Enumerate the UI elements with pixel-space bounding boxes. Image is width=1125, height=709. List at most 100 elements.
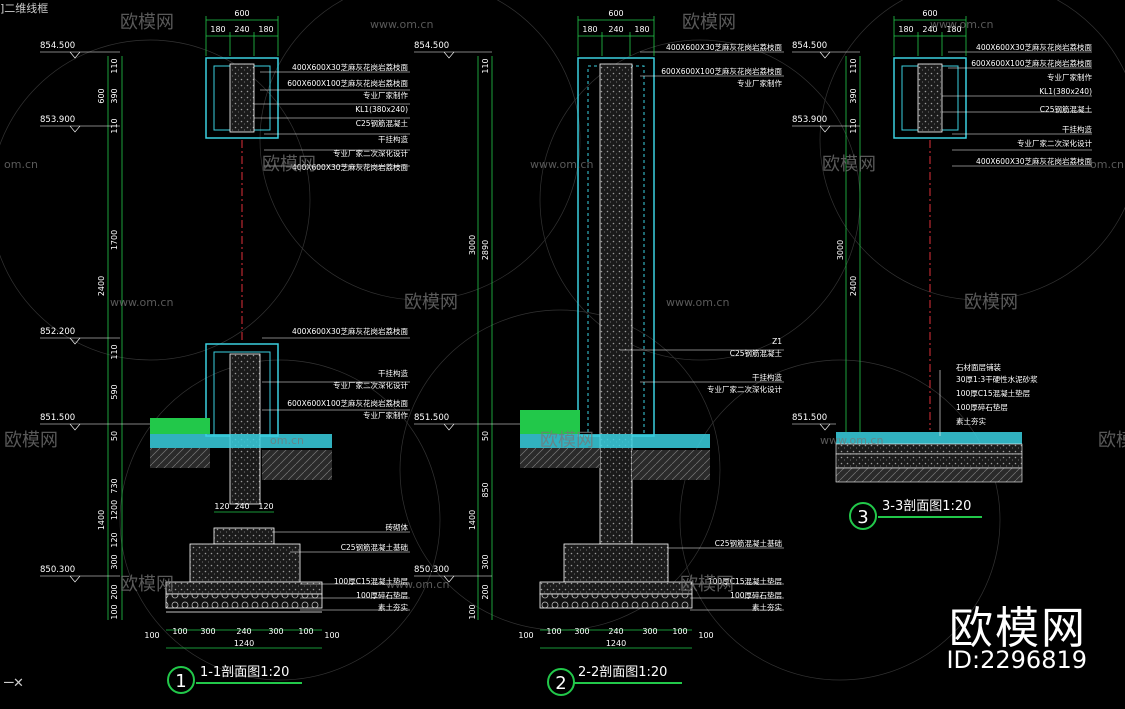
s1-vdim-outer-2: 1400 <box>97 510 106 530</box>
s2-title-number: 2 <box>555 673 566 694</box>
s1-elev-1: 854.500 <box>40 41 75 51</box>
watermark-site-7: www.om.cn <box>386 578 449 591</box>
s3-label-gravel: 100厚碎石垫层 <box>956 402 1008 412</box>
s1-vdim-8: 1200 <box>110 500 119 520</box>
watermark-brand-6: 欧模网 <box>964 292 1018 313</box>
section-2-2: 400X600X30芝麻灰花岗岩荔枝面 600X600X100芝麻灰花岗岩荔枝面… <box>414 9 784 696</box>
s2-dim-base-total: 1240 <box>606 639 626 648</box>
s2-vdim-7: 200 <box>481 584 490 599</box>
s1-label-c15: 100厚C15混凝土垫层 <box>334 576 409 586</box>
s2-dim-base-1: 100 <box>546 627 561 636</box>
s3-vdim-4: 2400 <box>849 276 858 296</box>
watermark-site-3: www.om.cn <box>530 158 593 171</box>
s1-vdim-0: 110 <box>110 58 119 73</box>
s1-label-pro-make: 专业厂家制作 <box>363 90 408 100</box>
s3-dim-top-total: 600 <box>922 9 937 18</box>
s1-elev-4: 851.500 <box>40 413 75 423</box>
ucs-close-icon[interactable]: —✕ <box>4 672 24 691</box>
watermark-brand-10: 欧模网 <box>120 574 174 595</box>
s2-label-cap-top: 400X600X30芝麻灰花岗岩荔枝面 <box>666 42 782 52</box>
s1-dim-base-2: 300 <box>200 627 215 636</box>
s1-label-pro-make-2: 专业厂家制作 <box>363 410 408 420</box>
s2-label-dry-hang: 干挂构造 <box>752 372 782 382</box>
s2-vdim-5: 1400 <box>468 510 477 530</box>
s1-vdim-5: 590 <box>110 384 119 399</box>
s3-label-c25: C25钢筋混凝土 <box>1040 104 1093 114</box>
watermark-brand-5: 欧模网 <box>404 292 458 313</box>
watermark-brand-4: 欧模网 <box>822 154 876 175</box>
s2-vdim-1: 3000 <box>468 235 477 255</box>
s2-vdim-3: 50 <box>481 431 490 441</box>
s1-dim-top-c: 180 <box>258 25 273 34</box>
s1-vdim-4: 110 <box>110 344 119 359</box>
s3-label-beam: KL1(380x240) <box>1039 87 1092 96</box>
watermark-short-1: om.cn <box>4 158 38 171</box>
s3-label-c15: 100厚C15混凝土垫层 <box>956 388 1031 398</box>
s1-dim-top-b: 240 <box>234 25 249 34</box>
s1-dim-base-5: 100 <box>298 627 313 636</box>
window-tab-title[interactable]: ]二维线框 <box>0 2 49 15</box>
s2-dim-base-2: 300 <box>574 627 589 636</box>
s1-elev-2: 853.900 <box>40 115 75 125</box>
s3-elev-3: 851.500 <box>792 413 827 423</box>
s1-vdim-12: 100 <box>110 604 119 619</box>
s2-vdim-0: 110 <box>481 58 490 73</box>
s1-dim-wall-b: 240 <box>234 502 249 511</box>
s2-elev-2: 851.500 <box>414 413 449 423</box>
watermark-site-1: www.om.cn <box>370 18 433 31</box>
s1-label-c25-base: C25钢筋混凝土基础 <box>341 542 408 552</box>
s2-label-z1: Z1 <box>772 337 782 346</box>
brand-logo-text: 欧模网 <box>949 603 1087 654</box>
s1-label-beam: KL1(380x240) <box>355 105 408 114</box>
s1-vdim-outer-0: 600 <box>97 88 106 103</box>
watermark-brand-11: 欧模网 <box>680 574 734 595</box>
s3-vdim-1: 390 <box>849 88 858 103</box>
s1-dim-base-total: 1240 <box>234 639 254 648</box>
s1-elev-5: 850.300 <box>40 565 75 575</box>
s3-label-soil: 素土夯实 <box>956 416 986 426</box>
s3-dim-top-b: 240 <box>922 25 937 34</box>
s1-title-number: 1 <box>175 671 186 692</box>
watermark-brand-9: 欧模网 <box>1098 430 1125 451</box>
s2-vdim-6: 300 <box>481 554 490 569</box>
s3-vdim-0: 110 <box>849 58 858 73</box>
s1-label-dry-hang-2: 干挂构造 <box>378 368 408 378</box>
watermark-brand-1: 欧模网 <box>120 12 174 33</box>
s1-vdim-outer-1: 2400 <box>97 276 106 296</box>
s2-dim-top-c: 180 <box>634 25 649 34</box>
watermark-brand-7: 欧模网 <box>4 430 58 451</box>
watermark-brand-2: 欧模网 <box>682 12 736 33</box>
s2-dim-top-total: 600 <box>608 9 623 18</box>
s1-label-second-design-2: 专业厂家二次深化设计 <box>333 380 408 390</box>
s1-dim-top-total: 600 <box>234 9 249 18</box>
brand-id-text: ID:2296819 <box>946 646 1087 674</box>
s1-dim-base-3: 240 <box>236 627 251 636</box>
s3-dim-top-a: 180 <box>898 25 913 34</box>
s1-dim-base-6: 100 <box>324 631 339 640</box>
s3-dim-top-c: 180 <box>946 25 961 34</box>
s2-label-second-design: 专业厂家二次深化设计 <box>707 384 782 394</box>
s1-label-soil: 素土夯实 <box>378 602 408 612</box>
s1-label-cap-top-2: 400X600X30芝麻灰花岗岩荔枝面 <box>292 326 408 336</box>
watermark-short-2: om.cn <box>1090 158 1124 171</box>
s1-vdim-3: 1700 <box>110 230 119 250</box>
watermark-brand-8: 欧模网 <box>540 430 594 451</box>
s1-elev-3: 852.200 <box>40 327 75 337</box>
watermark-brand-3: 欧模网 <box>262 154 316 175</box>
s2-label-gravel: 100厚碎石垫层 <box>730 590 782 600</box>
watermark-site-5: www.om.cn <box>666 296 729 309</box>
watermark-site-2: www.om.cn <box>930 18 993 31</box>
s3-label-mortar: 30厚1:3干硬性水泥砂浆 <box>956 374 1038 384</box>
s1-vdim-9: 120 <box>110 532 119 547</box>
s3-elev-2: 853.900 <box>792 115 827 125</box>
s2-elev-3: 850.300 <box>414 565 449 575</box>
s2-vdim-8: 100 <box>468 604 477 619</box>
s2-dim-base-4: 300 <box>642 627 657 636</box>
s1-dim-top-a: 180 <box>210 25 225 34</box>
s3-title-number: 3 <box>857 507 868 528</box>
s2-label-c25-base: C25钢筋混凝土基础 <box>715 538 782 548</box>
s1-vdim-11: 200 <box>110 584 119 599</box>
watermark-text-group: 欧模网 www.om.cn 欧模网 www.om.cn om.cn 欧模网 ww… <box>4 12 1125 595</box>
s1-label-cap-top: 400X600X30芝麻灰花岗岩荔枝面 <box>292 62 408 72</box>
